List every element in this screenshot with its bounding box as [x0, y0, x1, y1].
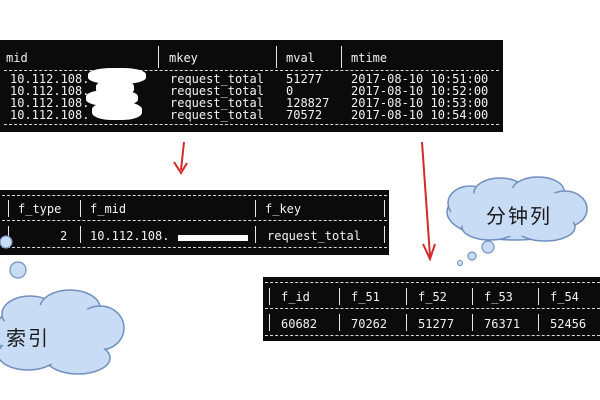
column-divider	[341, 46, 342, 68]
header-mval: mval	[286, 51, 315, 65]
cell-f-52: 51277	[418, 317, 455, 331]
header-f-type: f_type	[18, 202, 62, 216]
arrow-down-icon	[173, 141, 188, 175]
column-divider	[384, 226, 385, 243]
column-divider	[472, 288, 473, 305]
header-divider	[2, 220, 387, 221]
callout-cloud	[0, 235, 125, 375]
column-divider	[406, 314, 407, 331]
cell-mid: 10.112.108.	[10, 84, 90, 98]
column-divider	[80, 226, 81, 243]
header-divider	[4, 70, 499, 71]
column-divider	[255, 226, 256, 243]
cell-f-51: 70262	[351, 317, 388, 331]
arrow-down-icon	[421, 141, 436, 262]
column-divider	[8, 200, 9, 217]
source-metrics-table: mid mkey mval mtime 10.112.108. request_…	[0, 40, 503, 132]
header-mtime: mtime	[351, 51, 388, 65]
cell-mid: 10.112.108.	[10, 108, 90, 122]
header-f-mid: f_mid	[90, 202, 127, 216]
cell-mtime: 2017-08-10 10:53:00	[351, 96, 489, 110]
minute-columns-table: f_id f_51 f_52 f_53 f_54 60682 70262 512…	[263, 277, 600, 341]
cell-mid: 10.112.108.	[10, 72, 90, 86]
cell-mkey: request_total	[170, 108, 264, 122]
column-divider	[80, 200, 81, 217]
cell-f-type: 2	[60, 229, 68, 243]
table-border	[265, 282, 600, 283]
redaction-bar	[178, 235, 248, 241]
cloud-label-index: 索引	[6, 326, 50, 350]
footer-divider	[4, 124, 499, 125]
redaction-blob	[92, 102, 142, 120]
column-divider	[538, 314, 539, 331]
cell-f-id: 60682	[281, 317, 318, 331]
cell-mval: 70572	[286, 108, 323, 122]
column-divider	[538, 288, 539, 305]
cell-mtime: 2017-08-10 10:54:00	[351, 108, 489, 122]
cloud-label-minute-column: 分钟列	[486, 204, 552, 228]
header-f-id: f_id	[281, 290, 310, 304]
cell-mval: 128827	[286, 96, 330, 110]
table-border	[265, 335, 600, 336]
column-divider	[255, 200, 256, 217]
header-divider	[265, 308, 600, 309]
column-divider	[158, 46, 159, 68]
column-divider	[269, 288, 270, 305]
cell-mkey: request_total	[170, 84, 264, 98]
cell-f-53: 76371	[484, 317, 521, 331]
cell-mtime: 2017-08-10 10:51:00	[351, 72, 489, 86]
column-divider	[276, 46, 277, 68]
column-divider	[269, 314, 270, 331]
cell-mval: 0	[286, 84, 294, 98]
column-divider	[472, 314, 473, 331]
header-mkey: mkey	[169, 51, 198, 65]
column-divider	[8, 226, 9, 243]
header-f-53: f_53	[484, 290, 513, 304]
index-table: f_type f_mid f_key 2 10.112.108. request…	[0, 190, 389, 255]
column-divider	[339, 314, 340, 331]
cell-mval: 51277	[286, 72, 323, 86]
cell-mid: 10.112.108.	[10, 96, 90, 110]
header-f-key: f_key	[265, 202, 302, 216]
cell-f-mid: 10.112.108.	[90, 229, 170, 243]
header-f-54: f_54	[550, 290, 579, 304]
cell-mkey: request_total	[170, 96, 264, 110]
cell-mkey: request_total	[170, 72, 264, 86]
cell-f-key: request_total	[267, 229, 361, 243]
table-border	[2, 195, 387, 196]
header-f-52: f_52	[418, 290, 447, 304]
column-divider	[384, 200, 385, 217]
header-f-51: f_51	[351, 290, 380, 304]
table-border	[2, 247, 387, 248]
cell-f-54: 52456	[550, 317, 587, 331]
header-mid: mid	[6, 51, 28, 65]
column-divider	[406, 288, 407, 305]
cell-mtime: 2017-08-10 10:52:00	[351, 84, 489, 98]
column-divider	[339, 288, 340, 305]
